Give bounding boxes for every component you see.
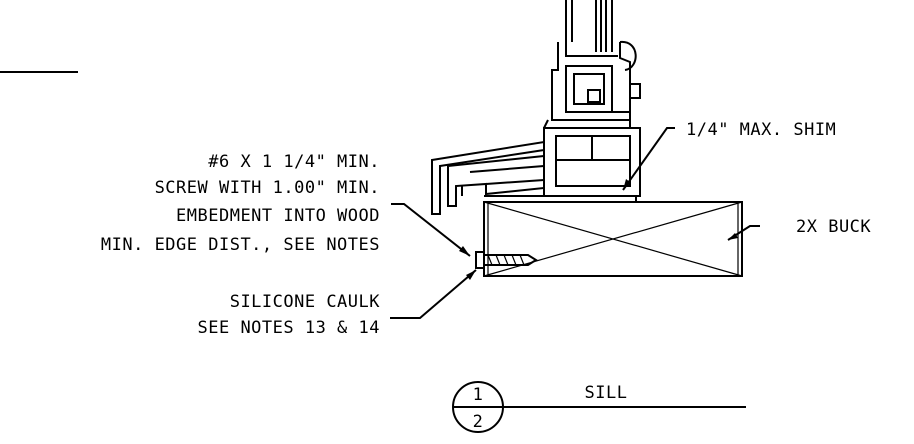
detail-sheet: 2 <box>473 412 484 432</box>
screw <box>475 251 538 269</box>
window-frame-profile <box>431 0 641 215</box>
caulk-note-line-2: SEE NOTES 13 & 14 <box>198 318 381 338</box>
shim-label: 1/4" MAX. SHIM <box>686 120 836 140</box>
detail-number: 1 <box>473 385 484 405</box>
screw-note-line-4: MIN. EDGE DIST., SEE NOTES <box>101 235 380 255</box>
wood-buck <box>483 201 743 277</box>
screw-note-line-3: EMBEDMENT INTO WOOD <box>176 206 380 226</box>
screw-note-line-1: #6 X 1 1/4" MIN. <box>208 152 380 172</box>
detail-title: SILL <box>585 383 628 403</box>
screw-note-line-2: SCREW WITH 1.00" MIN. <box>155 178 380 198</box>
buck-label: 2X BUCK <box>796 217 871 237</box>
detail-marker: 1 2 SILL <box>452 381 746 433</box>
caulk-note-line-1: SILICONE CAULK <box>230 292 381 312</box>
leader-lines <box>390 127 760 319</box>
